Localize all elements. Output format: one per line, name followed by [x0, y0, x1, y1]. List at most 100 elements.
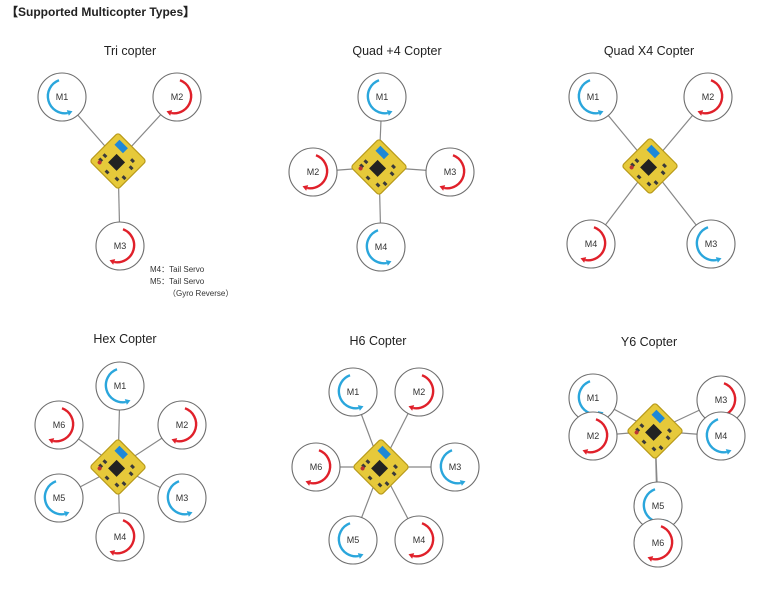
clockwise-arrow-icon: [52, 407, 75, 443]
prop-circle: [683, 72, 733, 122]
counterclockwise-arrow-icon: [365, 229, 388, 265]
motor-label: M3: [176, 493, 189, 503]
flight-controller-board: [90, 439, 146, 495]
prop-circle: [633, 518, 683, 568]
prop-circle: [566, 219, 616, 269]
clockwise-arrow-icon: [309, 449, 332, 485]
motor-label: M6: [310, 462, 323, 472]
motor-label: M2: [307, 167, 320, 177]
motor-label: M6: [652, 538, 665, 548]
counterclockwise-arrow-icon: [46, 79, 69, 115]
prop-circle: [37, 72, 87, 122]
motor-label: M1: [376, 92, 389, 102]
motor-m4: M4: [394, 515, 444, 565]
motor-label: M5: [53, 493, 66, 503]
motor-label: M3: [449, 462, 462, 472]
counterclockwise-arrow-icon: [577, 79, 600, 115]
prop-circle: [95, 361, 145, 411]
clockwise-arrow-icon: [412, 522, 435, 558]
clockwise-arrow-icon: [113, 519, 136, 555]
motor-m1: M1: [568, 72, 618, 122]
prop-circle: [34, 473, 84, 523]
quad-x-copter-title: Quad X4 Copter: [603, 44, 695, 58]
motor-m4: M4: [566, 219, 616, 269]
motor-label: M2: [587, 431, 600, 441]
flight-controller-board: [622, 138, 678, 194]
counterclockwise-arrow-icon: [43, 480, 66, 516]
prop-circle: [95, 221, 145, 271]
note-key: M5：: [150, 277, 170, 286]
clockwise-arrow-icon: [170, 79, 193, 115]
y6-copter-title: Y6 Copter: [620, 335, 678, 349]
motor-m6: M6: [633, 518, 683, 568]
motor-m4: M4: [356, 222, 406, 272]
motor-m3: M3: [157, 473, 207, 523]
prop-circle: [430, 442, 480, 492]
prop-circle: [157, 473, 207, 523]
motor-label: M3: [715, 395, 728, 405]
motor-m2: M2: [683, 72, 733, 122]
flight-controller-board: [351, 139, 407, 195]
motor-m3: M3: [686, 219, 736, 269]
note-value: Tail Servo: [169, 277, 205, 286]
note-value: Tail Servo: [169, 265, 205, 274]
motor-m6: M6: [34, 400, 84, 450]
flight-controller-board: [627, 403, 683, 459]
note-row: M5：Tail Servo: [150, 276, 233, 288]
prop-circle: [288, 147, 338, 197]
prop-circle: [328, 515, 378, 565]
motor-label: M2: [176, 420, 189, 430]
motor-m1: M1: [37, 72, 87, 122]
motor-m4: M4: [95, 512, 145, 562]
clockwise-arrow-icon: [306, 154, 329, 190]
motor-m5: M5: [633, 481, 683, 531]
counterclockwise-arrow-icon: [337, 374, 360, 410]
note-row: （Gyro Reverse）: [150, 288, 233, 300]
motor-m1: M1: [95, 361, 145, 411]
prop-circle: [95, 512, 145, 562]
motor-m6: M6: [291, 442, 341, 492]
prop-circle: [157, 400, 207, 450]
note-value: （Gyro Reverse）: [168, 289, 234, 298]
motor-label: M1: [114, 381, 127, 391]
motor-m1: M1: [328, 367, 378, 417]
prop-circle: [356, 222, 406, 272]
prop-circle: [152, 72, 202, 122]
motor-label: M4: [715, 431, 728, 441]
motor-label: M3: [114, 241, 127, 251]
clockwise-arrow-icon: [175, 407, 198, 443]
motor-label: M6: [53, 420, 66, 430]
note-key: M4：: [150, 265, 170, 274]
motor-label: M2: [702, 92, 715, 102]
tri-copter-notes: M4：Tail Servo M5：Tail Servo （Gyro Revers…: [150, 264, 233, 300]
motor-m1: M1: [357, 72, 407, 122]
hex-copter-title: Hex Copter: [93, 332, 157, 346]
tri-copter-title: Tri copter: [103, 44, 157, 58]
clockwise-arrow-icon: [586, 418, 609, 454]
motor-m2: M2: [394, 367, 444, 417]
motor-label: M1: [56, 92, 69, 102]
motor-label: M1: [347, 387, 360, 397]
clockwise-arrow-icon: [443, 154, 466, 190]
motor-m2: M2: [288, 147, 338, 197]
motor-label: M4: [413, 535, 426, 545]
clockwise-arrow-icon: [651, 525, 674, 561]
counterclockwise-arrow-icon: [337, 522, 360, 558]
motor-label: M4: [114, 532, 127, 542]
motor-label: M4: [585, 239, 598, 249]
motor-label: M4: [375, 242, 388, 252]
motor-m2: M2: [157, 400, 207, 450]
clockwise-arrow-icon: [412, 374, 435, 410]
prop-circle: [394, 515, 444, 565]
motor-label: M5: [347, 535, 360, 545]
motor-m3: M3: [95, 221, 145, 271]
motor-m3: M3: [425, 147, 475, 197]
prop-circle: [291, 442, 341, 492]
note-row: M4：Tail Servo: [150, 264, 233, 276]
clockwise-arrow-icon: [584, 226, 607, 262]
motor-m5: M5: [328, 515, 378, 565]
counterclockwise-arrow-icon: [695, 226, 718, 262]
prop-circle: [394, 367, 444, 417]
motor-m3: M3: [696, 375, 746, 425]
